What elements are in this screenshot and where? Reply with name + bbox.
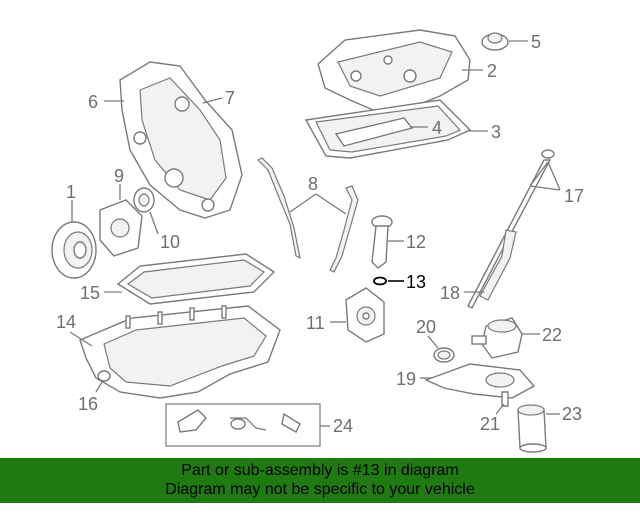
callout-5[interactable]: 5	[531, 32, 541, 52]
callout-20[interactable]: 20	[416, 317, 436, 337]
callout-24[interactable]: 24	[333, 416, 353, 436]
spark-plug-tube-seal[interactable]	[334, 117, 414, 147]
leader-10	[149, 211, 159, 235]
timing-chain-guides[interactable]	[256, 157, 359, 273]
callout-17[interactable]: 17	[564, 186, 584, 206]
oil-pickup-tube[interactable]	[371, 215, 393, 269]
valve-cover[interactable]	[317, 29, 471, 113]
callout-15[interactable]: 15	[80, 283, 100, 303]
oil-temp-sensor[interactable]	[281, 412, 301, 433]
callout-18[interactable]: 18	[440, 283, 460, 303]
callout-10[interactable]: 10	[160, 232, 180, 252]
callout-16[interactable]: 16	[78, 394, 98, 414]
callout-21[interactable]: 21	[480, 414, 500, 434]
front-crankshaft-seal[interactable]	[133, 187, 155, 213]
callout-23[interactable]: 23	[562, 404, 582, 424]
part-info-banner: Part or sub-assembly is #13 in diagram D…	[0, 458, 640, 503]
oil-filter[interactable]	[517, 404, 547, 453]
timing-cover[interactable]	[119, 61, 243, 219]
filter-adapter-bolt[interactable]	[501, 391, 509, 407]
leader-21	[495, 403, 505, 415]
banner-line-2: Diagram may not be specific to your vehi…	[165, 481, 475, 498]
leader-17	[529, 161, 561, 191]
callout-7[interactable]: 7	[225, 88, 235, 108]
leader-16	[95, 381, 103, 393]
banner-line-1: Part or sub-assembly is #13 in diagram	[181, 462, 459, 479]
leader-20	[427, 335, 439, 349]
engine-parts-diagram: 5 2 3 4 6 7 1	[51, 29, 584, 453]
callout-1[interactable]: 1	[66, 182, 76, 202]
callout-22[interactable]: 22	[542, 325, 562, 345]
callout-3[interactable]: 3	[491, 122, 501, 142]
callout-14[interactable]: 14	[56, 312, 76, 332]
leader-8a	[289, 193, 317, 213]
oil-filter-adapter[interactable]	[424, 363, 536, 399]
callout-2[interactable]: 2	[487, 61, 497, 81]
oil-pan[interactable]	[79, 305, 281, 399]
callout-12[interactable]: 12	[406, 232, 426, 252]
oil-dipstick[interactable]	[467, 149, 555, 309]
dipstick-tube[interactable]	[479, 229, 517, 301]
oil-filler-cap[interactable]	[481, 32, 509, 51]
filter-adapter-gasket[interactable]	[433, 347, 455, 363]
callout-8[interactable]: 8	[308, 174, 318, 194]
callout-13[interactable]: 13	[406, 272, 426, 292]
oil-pressure-switch[interactable]	[177, 409, 207, 433]
pickup-tube-o-ring[interactable]	[373, 276, 387, 286]
leader-7	[202, 97, 223, 104]
callout-4[interactable]: 4	[432, 118, 442, 138]
oil-pump[interactable]	[345, 287, 385, 343]
callout-11[interactable]: 11	[306, 313, 325, 333]
callout-9[interactable]: 9	[114, 166, 124, 186]
callout-6[interactable]: 6	[88, 92, 98, 112]
leader-8b	[315, 193, 347, 215]
crankshaft-seal-assembly[interactable]	[99, 199, 143, 257]
oil-pan-gasket[interactable]	[116, 253, 276, 305]
leader-14	[69, 331, 93, 347]
oil-drain-plug[interactable]	[97, 370, 111, 382]
callout-19[interactable]: 19	[396, 369, 416, 389]
sensor-group-box[interactable]	[165, 403, 321, 447]
oil-cooler[interactable]	[471, 317, 523, 359]
crankshaft-pulley[interactable]	[51, 221, 97, 279]
